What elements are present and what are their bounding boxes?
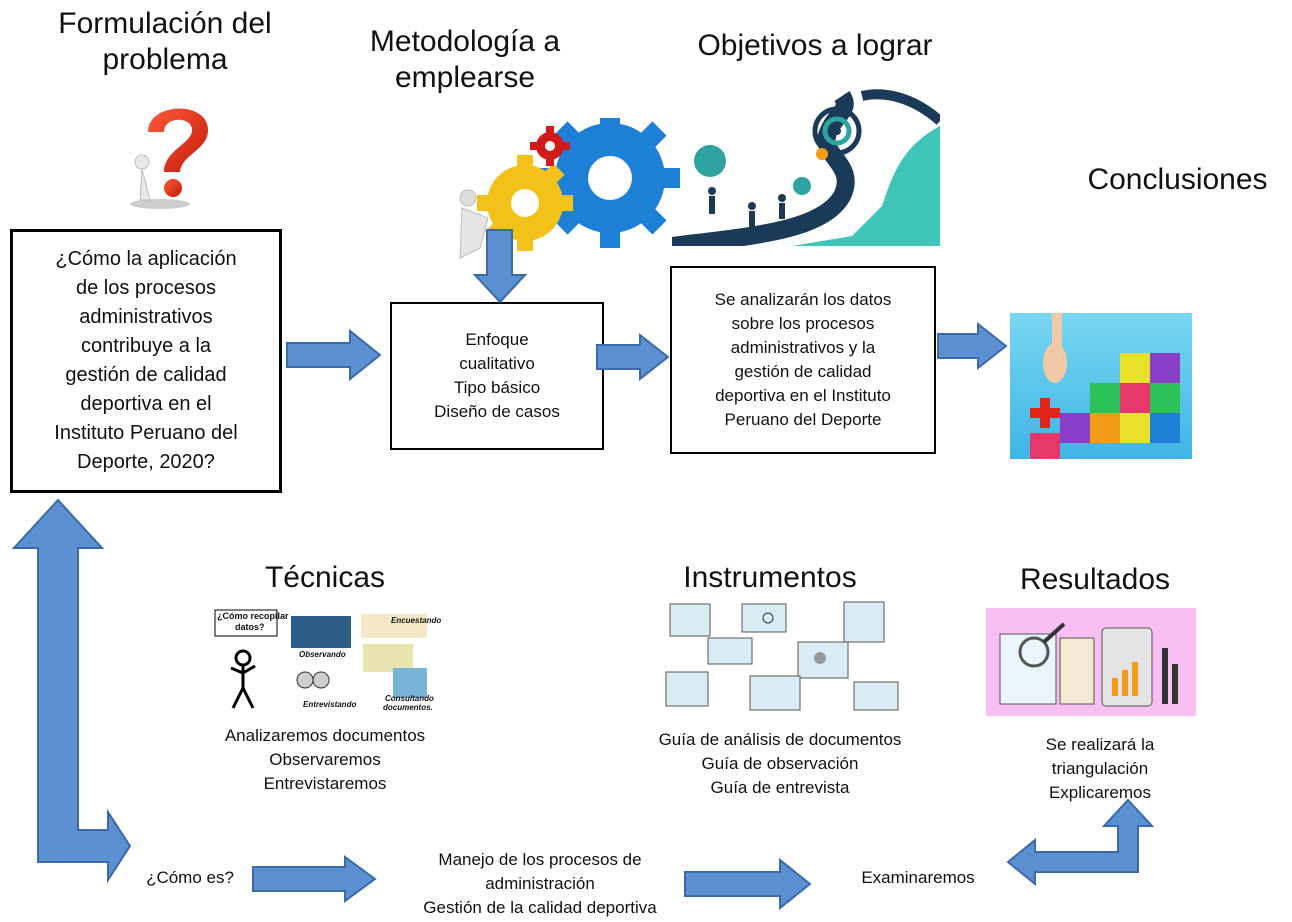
problem-line: administrativos	[79, 306, 213, 328]
arrow-examinaremos-to-results	[1006, 798, 1155, 887]
examinaremos-label: Examinaremos	[861, 868, 975, 887]
manejo-line: Gestión de la calidad deportiva	[423, 898, 657, 917]
objectives-line: gestión de calidad	[734, 362, 872, 381]
arrow-gears-to-method	[472, 229, 528, 304]
manejo-line: Manejo de los procesos de	[438, 850, 642, 869]
techniques-list: Analizaremos documentos Observaremos Ent…	[185, 724, 465, 796]
result-item: triangulación	[1051, 759, 1149, 778]
tecnicas-label-documentos: documentos.	[383, 703, 433, 712]
objectives-line: sobre los procesos	[731, 314, 875, 333]
header-objetivos: Objetivos a lograr	[697, 29, 933, 62]
instrument-item: Guía de observación	[701, 754, 859, 773]
header-formulacion-line2: problema	[102, 43, 228, 76]
technique-item: Observaremos	[269, 750, 381, 769]
method-line: Tipo básico	[453, 378, 541, 397]
result-item: Explicaremos	[1048, 783, 1152, 802]
tecnicas-label-entrevistando: Entrevistando	[303, 700, 357, 709]
tecnicas-label-question: ¿Cómo recopilar	[217, 611, 289, 621]
results-illustration	[986, 608, 1196, 716]
problem-line: contribuye a la	[80, 335, 212, 357]
como-es-label: ¿Cómo es?	[146, 868, 234, 887]
header-metodologia-line1: Metodología a	[369, 25, 561, 58]
objectives-line: Peruano del Deporte	[724, 410, 882, 429]
header-conclusiones: Conclusiones	[1087, 163, 1268, 196]
tecnicas-label-question2: datos?	[235, 622, 265, 632]
method-line: cualitativo	[459, 354, 535, 373]
problem-line: ¿Cómo la aplicación	[55, 248, 237, 270]
problem-line: Deporte, 2020?	[77, 451, 215, 473]
tecnicas-label-encuestando: Encuestando	[391, 616, 442, 625]
technique-item: Entrevistaremos	[263, 774, 387, 793]
problem-line: gestión de calidad	[65, 364, 227, 386]
problem-box: ¿Cómo la aplicación de los procesos admi…	[10, 229, 282, 493]
arrow-manejo-to-examinaremos	[684, 857, 812, 911]
header-metodologia-line2: emplearse	[394, 61, 536, 94]
arrow-method-to-objectives	[596, 332, 670, 382]
instruments-list: Guía de análisis de documentos Guía de o…	[620, 728, 940, 800]
technique-item: Analizaremos documentos	[224, 726, 426, 745]
header-formulacion: Formulación del problema	[40, 6, 290, 78]
instrument-item: Guía de entrevista	[710, 778, 850, 797]
arrow-left-loop	[11, 498, 132, 884]
method-box: Enfoque cualitativo Tipo básico Diseño d…	[390, 302, 604, 450]
header-resultados: Resultados	[1019, 563, 1171, 596]
instrument-item: Guía de análisis de documentos	[658, 730, 902, 749]
manejo-line: administración	[485, 874, 595, 893]
gears-illustration	[459, 118, 680, 259]
tecnicas-label-consultando: Consultando	[385, 694, 434, 703]
header-tecnicas: Técnicas	[264, 561, 386, 594]
conclusions-puzzle-image	[1010, 313, 1192, 459]
instruments-illustration	[665, 601, 899, 711]
arrow-group	[11, 229, 1155, 911]
problem-line: de los procesos	[75, 277, 217, 299]
arrow-comoes-to-manejo	[252, 855, 377, 903]
objectives-line: administrativos y la	[730, 338, 876, 357]
method-line: Enfoque	[465, 330, 529, 349]
results-list: Se realizará la triangulación Explicarem…	[1000, 733, 1200, 805]
result-item: Se realizará la	[1045, 735, 1155, 754]
header-formulacion-line1: Formulación del	[58, 7, 272, 40]
techniques-illustration: ¿Cómo recopilar datos? Encuestando Obser…	[213, 608, 442, 713]
header-instrumentos: Instrumentos	[683, 561, 857, 594]
arrow-problem-to-method	[286, 328, 382, 382]
method-line: Diseño de casos	[434, 402, 560, 421]
arrow-objectives-to-conclusions	[937, 321, 1008, 371]
problem-line: deportiva en el	[80, 393, 212, 415]
objectives-box: Se analizarán los datos sobre los proces…	[670, 266, 936, 454]
objectives-illustration	[672, 86, 940, 246]
manejo-label: Manejo de los procesos de administración…	[380, 848, 700, 920]
tecnicas-label-observando: Observando	[299, 650, 346, 659]
objectives-line: deportiva en el Instituto	[715, 386, 891, 405]
objectives-line: Se analizarán los datos	[714, 290, 892, 309]
question-mark-icon	[130, 108, 208, 209]
header-metodologia: Metodología a emplearse	[345, 24, 585, 96]
problem-line: Instituto Peruano del	[54, 422, 238, 444]
